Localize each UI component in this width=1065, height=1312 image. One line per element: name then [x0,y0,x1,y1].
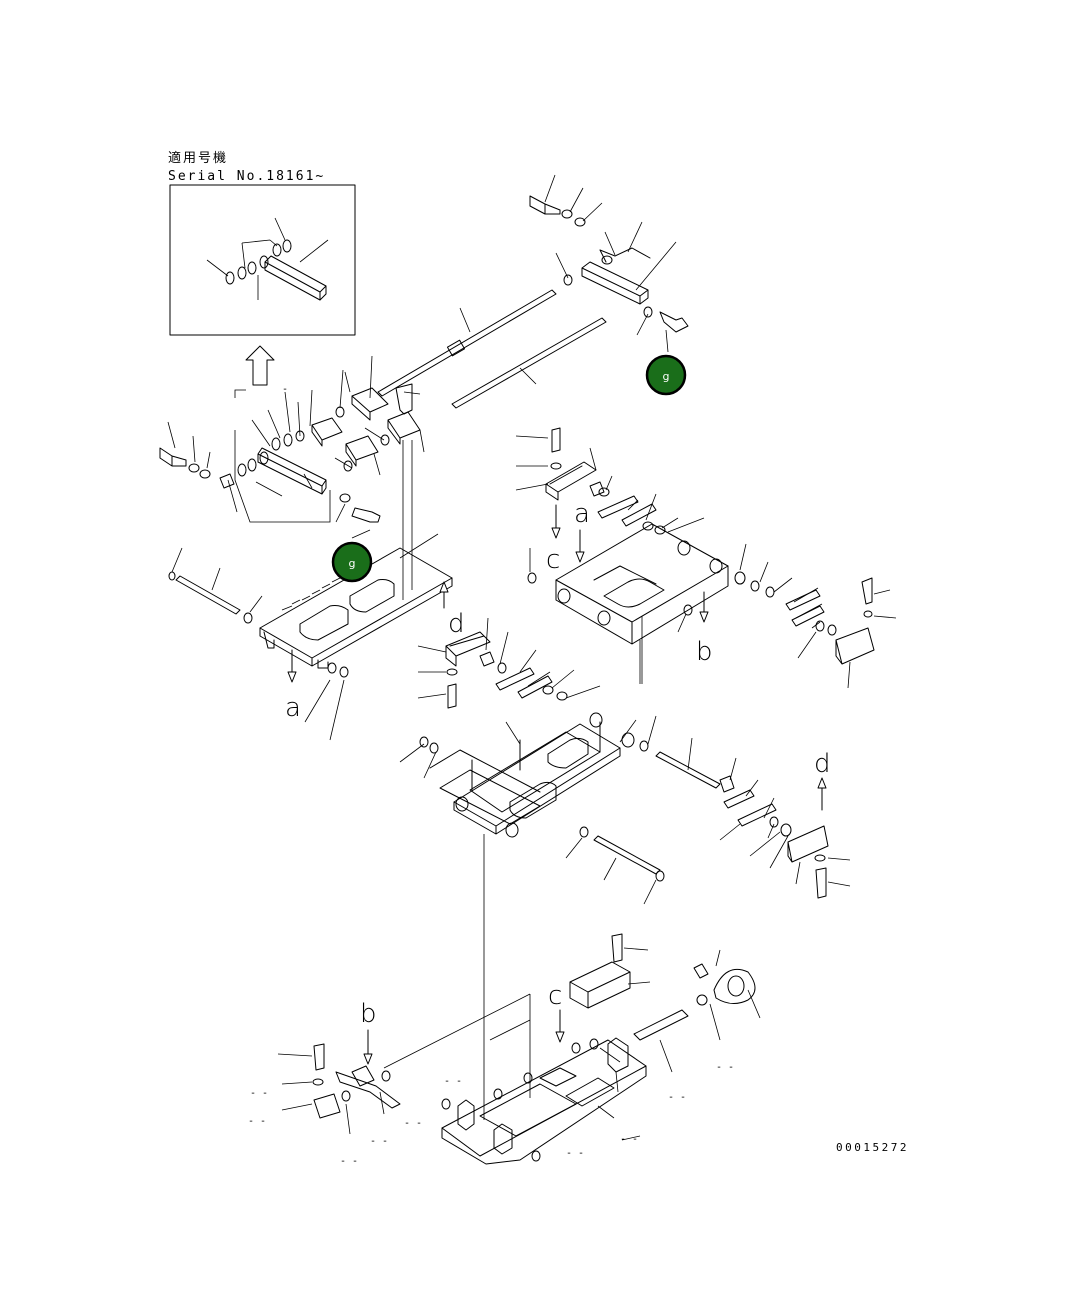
svg-text:- -: - - [444,1076,462,1087]
letter-c-lower: c [548,981,562,1011]
svg-text:- -: - - [248,1116,266,1127]
letter-b-lower: b [360,999,377,1029]
letter-a-right: a [574,499,590,529]
arrow-down-b-lower [363,1053,373,1065]
letter-b-upper: b [696,637,713,667]
arrow-down-c-upper [551,527,561,539]
svg-text:- -: - - [668,1092,686,1103]
svg-text:- -: - - [566,1148,584,1159]
inset-title: 適用号機 [168,150,228,166]
svg-text:- -: - - [404,1118,422,1129]
upper-linkage [159,174,689,600]
badge-callout-2[interactable]: g [331,541,373,583]
inset-serial: Serial No.18161~ [168,169,325,184]
inset-rings [225,239,292,285]
svg-text:- -: - - [370,1136,388,1147]
letter-d-right: d [814,749,831,779]
arrow-down-a-right [575,551,585,563]
arrow-up-d [439,581,449,593]
left-floor-plate: a d [168,533,465,741]
arrow-up-d-right [817,777,827,789]
svg-text:- -: - - [340,1156,358,1167]
badge-circle [645,354,687,396]
dash-markers: - - - - - - - - - - - - - - - - - - - - … [248,384,734,1167]
letter-d-left: d [448,609,465,639]
hollow-up-arrow-icon [245,345,275,386]
middle-frame: d [399,617,851,1120]
letter-a-left: a [285,693,301,723]
arrow-down-c-lower [555,1031,565,1043]
svg-text:- -: - - [716,1062,734,1073]
badge-circle [331,541,373,583]
badge-label: g [663,370,670,383]
svg-text:- -: - - [250,1088,268,1099]
svg-text:-: - [282,384,288,395]
arrow-down-b-upper [699,611,709,623]
arrow-down-a [287,671,297,683]
letter-c-upper: c [546,545,560,575]
inset-serial-box: 適用号機 Serial No.18161~ [168,150,356,386]
inset-bar [264,255,327,301]
drawing-number: 00015272 [836,1141,909,1154]
svg-text:- -: - - [620,1134,638,1145]
bottom-base: b c - - - - - - - - - - - - - - - - - - … [248,384,761,1167]
badge-label: g [349,557,356,570]
right-upper-frame: a c b [515,427,897,689]
badge-callout-1[interactable]: g [645,354,687,396]
